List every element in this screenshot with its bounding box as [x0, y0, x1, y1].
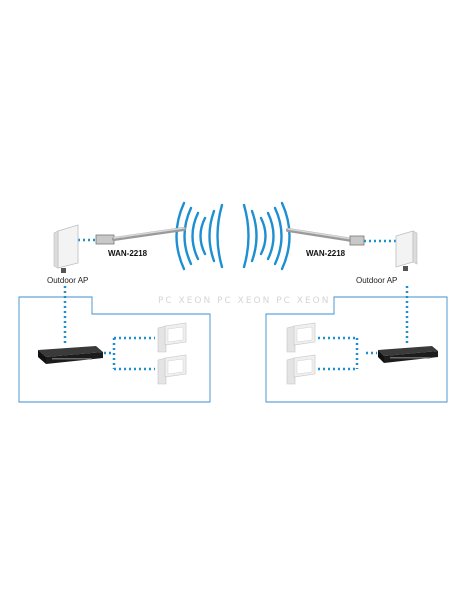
link-switch-pcs-left [104, 336, 155, 371]
network-switch-icon [378, 346, 438, 363]
desktop-pc-icon [157, 322, 187, 353]
lan-box-left [18, 296, 211, 403]
wave-arc-right-3 [273, 206, 283, 266]
wave-arc-right-1 [259, 216, 267, 256]
watermark-text: PC XEON PC XEON PC XEON [158, 296, 330, 306]
link-switch-pcs-right [318, 336, 377, 371]
desktop-pc-icon [286, 322, 316, 353]
network-switch-icon [38, 346, 103, 364]
wave-arc-left-3 [183, 206, 193, 266]
ap-left-label: Outdoor AP [47, 276, 88, 285]
omni-antenna-icon [95, 227, 186, 245]
wireless-signal-icon [175, 201, 291, 271]
wave-arc-mid-right-2 [242, 203, 250, 269]
omni-antenna-icon [286, 228, 365, 246]
ap-right-label: Outdoor AP [356, 276, 397, 285]
wave-arc-left-1 [199, 216, 207, 256]
lan-box-right [265, 296, 448, 403]
wave-arc-right-2 [266, 211, 275, 261]
wave-arc-mid-left [208, 209, 216, 263]
outdoor-ap-icon [395, 230, 418, 271]
antenna-right-label: WAN-2218 [306, 249, 346, 258]
antenna-left-label: WAN-2218 [108, 249, 148, 258]
wave-arc-mid-left-2 [216, 203, 224, 269]
outdoor-ap-icon [53, 224, 79, 273]
desktop-pc-icon [157, 354, 187, 385]
wave-arc-left-2 [191, 211, 200, 261]
desktop-pc-icon [286, 354, 316, 385]
wave-arc-mid-right [250, 209, 258, 263]
wave-arc-left-4 [175, 201, 186, 271]
wave-arc-right-4 [280, 201, 291, 271]
